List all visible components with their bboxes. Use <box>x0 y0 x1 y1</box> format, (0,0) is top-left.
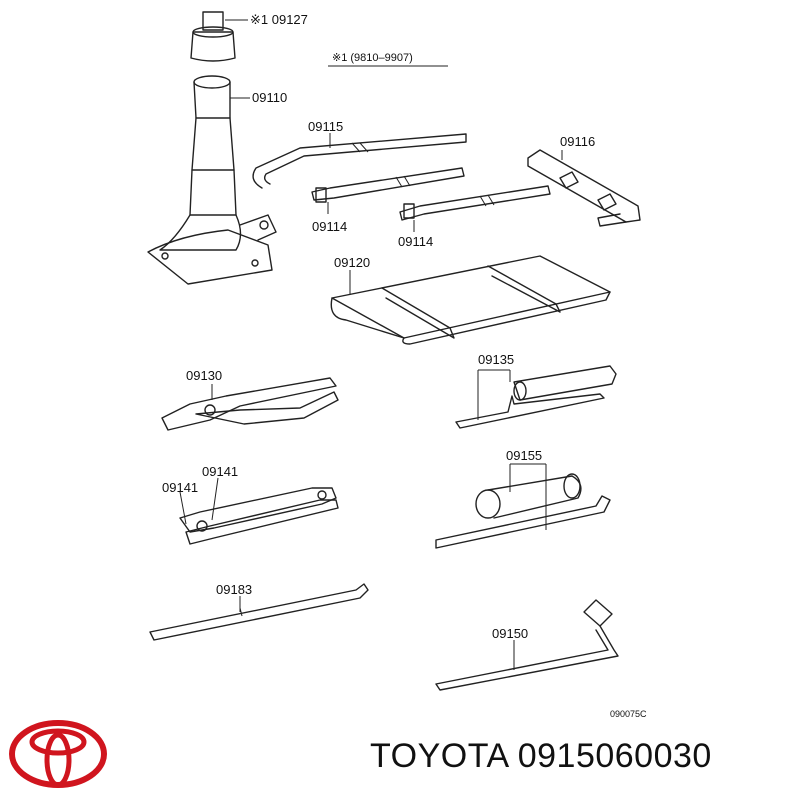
part-jack-cap <box>190 11 236 62</box>
brand-part-number: TOYOTA 0915060030 <box>370 737 712 775</box>
part-extension-bar-1 <box>311 167 465 203</box>
part-plug-wrench <box>435 473 611 549</box>
label-handle-bar: 09116 <box>560 134 595 149</box>
label-lug-wrench: 09150 <box>492 626 528 641</box>
toyota-logo-icon <box>9 720 107 788</box>
part-wrenches <box>179 487 339 545</box>
part-tire-lever <box>149 583 369 641</box>
part-jack-handle <box>252 133 467 189</box>
label-extension-bar-2: 09114 <box>398 234 433 249</box>
label-tire-lever: 09183 <box>216 582 252 597</box>
label-extension-bar-1: 09114 <box>312 219 347 234</box>
drawing-code: 090075C <box>610 709 647 719</box>
label-jack-cap: ※1 09127 <box>250 12 308 27</box>
label-jack-handle: 09115 <box>308 119 343 134</box>
part-handle-bar <box>527 149 641 227</box>
part-screwdriver <box>455 365 617 429</box>
label-jack: 09110 <box>252 90 287 105</box>
label-plug-wrench: 09155 <box>506 448 542 463</box>
label-wrench-2: 09141 <box>162 480 198 495</box>
part-pliers <box>161 377 339 431</box>
part-lug-wrench <box>435 599 619 691</box>
part-jack <box>147 75 277 285</box>
label-wrench-1: 09141 <box>202 464 238 479</box>
part-extension-bar-2 <box>399 185 551 221</box>
label-screwdriver: 09135 <box>478 352 514 367</box>
label-tool-bag: 09120 <box>334 255 370 270</box>
part-tool-bag <box>330 255 611 345</box>
date-range-note: ※1 (9810–9907) <box>332 52 413 64</box>
label-pliers: 09130 <box>186 368 222 383</box>
